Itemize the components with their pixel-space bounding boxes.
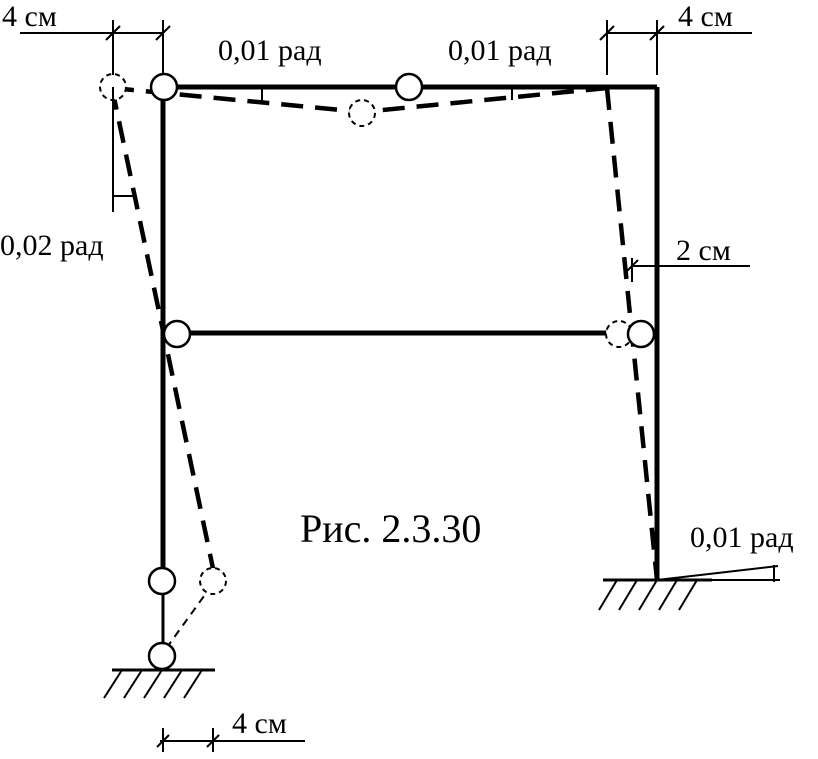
angle-markers (112, 87, 513, 212)
figure-caption: Рис. 2.3.30 (300, 506, 481, 551)
displaced-left-link (164, 584, 213, 651)
label-shift-bottom: 4 см (232, 707, 287, 740)
dimension-top-left (20, 20, 171, 75)
dimension-mid-right (625, 258, 750, 282)
hinge-support-left (147, 641, 177, 671)
label-shift-top-right: 4 см (678, 0, 733, 33)
hinge-mid-right (626, 319, 656, 349)
dimension-bottom (156, 728, 305, 752)
label-beam-rotation-left: 0,01 рад (218, 34, 322, 67)
displaced-hinge-bottom-left (199, 567, 227, 595)
label-beam-rotation-right: 0,01 рад (448, 34, 552, 67)
displaced-hinge-top-beam (348, 99, 376, 127)
support-left (103, 668, 215, 699)
support-right (598, 565, 780, 611)
original-frame (160, 84, 660, 655)
label-support-rotation-right: 0,01 рад (690, 521, 794, 554)
hinge-bottom-left (147, 566, 177, 596)
dimension-top-right (599, 20, 752, 75)
hinge-top-left (149, 72, 179, 102)
hinges (99, 72, 656, 671)
displaced-frame (109, 85, 660, 651)
hinge-mid-left (162, 319, 192, 349)
label-shift-top-left: 4 см (2, 0, 57, 33)
hinge-top-beam (394, 72, 424, 102)
label-column-rotation-left: 0,02 рад (0, 229, 104, 262)
label-shift-mid-right: 2 см (676, 234, 731, 267)
